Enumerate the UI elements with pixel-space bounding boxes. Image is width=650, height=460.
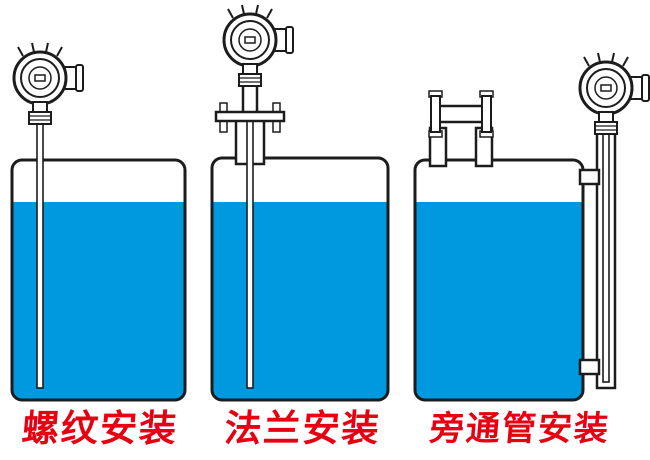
tank-body [210,156,390,402]
section-threaded-installation [10,41,187,402]
liquid-fill [212,202,388,400]
flange-plate [430,95,441,133]
probe-rod [246,83,254,389]
label-bypass-pipe-installation: 旁通管安装 [428,410,612,448]
flange-plate [214,110,286,123]
probe-rod [602,129,610,383]
tank-body [413,158,585,402]
bypass-connection-bottom [578,358,601,376]
flange-bolt [219,102,228,113]
liquid-fill [415,202,583,400]
flange-bolt [219,120,228,133]
bridge-pipe [432,104,490,124]
tank-body [10,158,187,402]
transmitter [222,3,295,88]
transmitter [578,51,650,136]
flange-bolt [272,102,281,113]
bypass-connection-top [578,168,601,186]
transmitter [12,41,85,126]
label-threaded-installation: 螺纹安装 [20,408,180,449]
flange-plate [481,95,492,133]
section-flange-installation [210,3,390,402]
section-bypass-pipe-installation [413,51,650,402]
label-flange-installation: 法兰安装 [222,408,383,449]
flange-bolt [272,120,281,133]
probe-rod [36,117,44,389]
